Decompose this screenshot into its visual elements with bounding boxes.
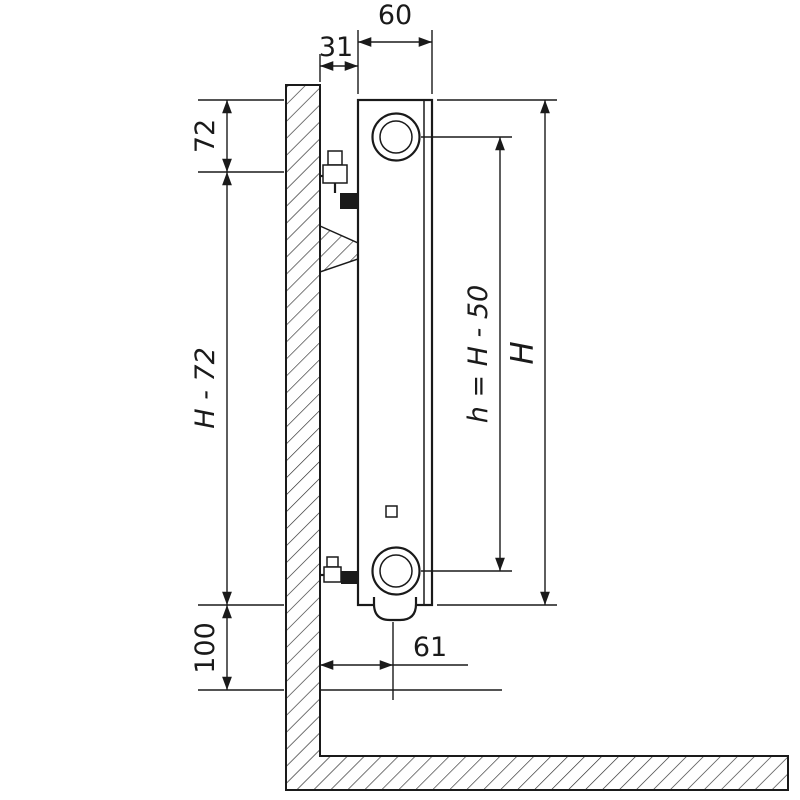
top-valve-assembly — [320, 150, 358, 209]
dimension-depth: 60 — [357, 0, 433, 94]
wall-and-floor-hatch — [285, 84, 789, 791]
dim-mid-span-label: H - 72 — [190, 347, 221, 429]
dimension-wall-clearance: 31 — [319, 32, 358, 82]
dimension-bottom-offset: 61 — [320, 622, 468, 700]
bottom-connection-plug — [379, 554, 413, 588]
bottom-valve-body — [323, 566, 342, 583]
bottom-valve-connector — [341, 571, 358, 584]
wall-floor-structure — [285, 84, 789, 791]
dim-bottom-offset-label: 61 — [413, 632, 447, 663]
dim-wall-clearance-label: 31 — [319, 32, 353, 63]
dim-top-offset-label: 72 — [190, 119, 221, 153]
top-valve-connector — [340, 193, 358, 209]
bottom-valve-cap — [326, 556, 339, 568]
dimension-total-height: H — [437, 99, 557, 606]
dimension-left-chain: 72 H - 72 100 — [190, 99, 284, 691]
vent-square — [385, 505, 398, 518]
bottom-connection-elbow — [372, 597, 418, 622]
radiator-body — [356, 98, 434, 607]
dim-connection-height-label: h = H - 50 — [463, 285, 494, 423]
dim-total-height-label: H — [505, 341, 541, 364]
radiator-panel — [356, 98, 434, 607]
top-valve-body — [322, 164, 348, 184]
bottom-valve-assembly — [320, 556, 358, 584]
dimension-connection-height: h = H - 50 — [421, 136, 512, 572]
top-valve-cap — [327, 150, 343, 166]
top-connection-plug — [379, 120, 413, 154]
dim-depth-label: 60 — [378, 0, 412, 31]
dim-floor-clearance-label: 100 — [190, 622, 221, 674]
